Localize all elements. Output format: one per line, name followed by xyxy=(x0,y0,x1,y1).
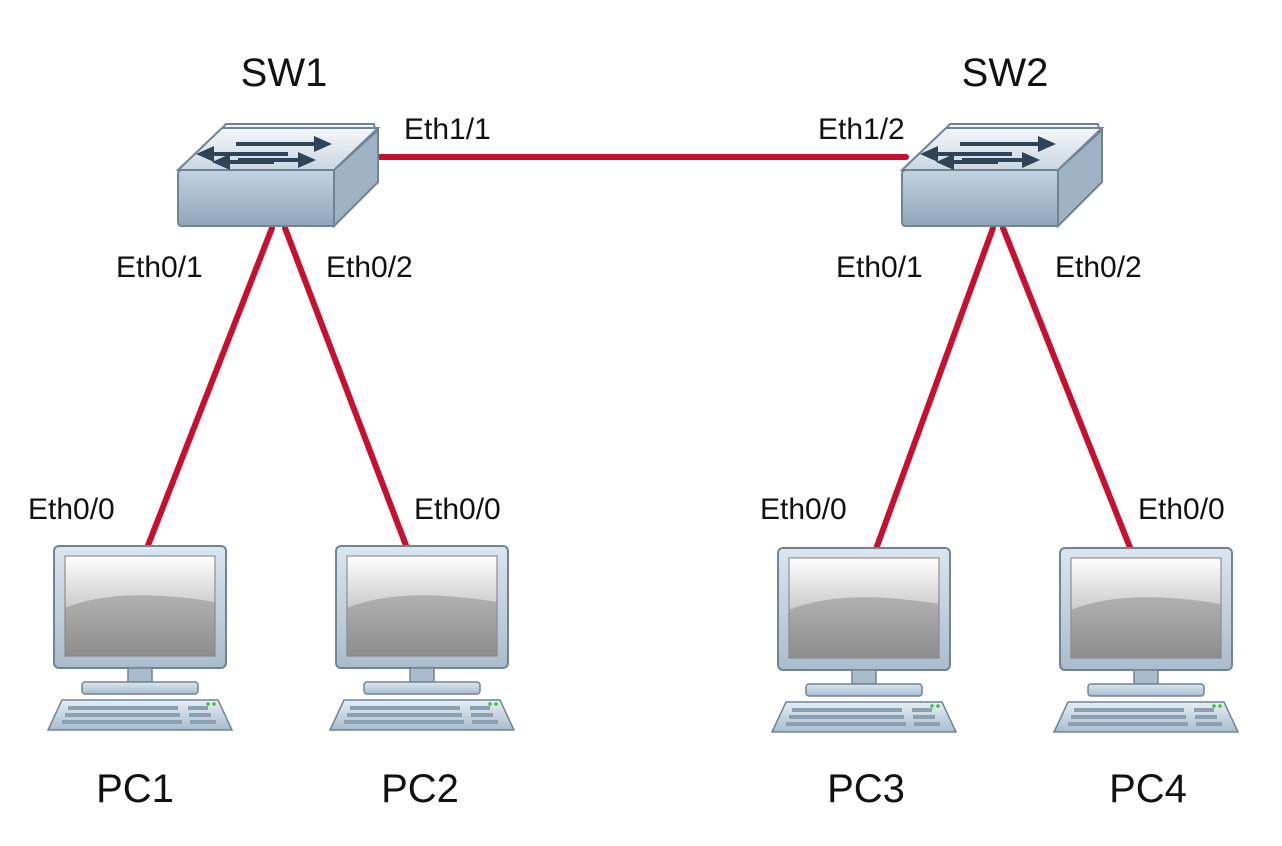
links xyxy=(144,154,1134,553)
pc-icon xyxy=(329,545,515,731)
link-sw1-pc1[interactable] xyxy=(144,225,275,551)
port-label-pc2-eth0-0: Eth0/0 xyxy=(414,493,501,526)
pc-icon xyxy=(771,547,957,733)
pc-pc4[interactable]: PC4 xyxy=(1053,547,1239,811)
port-labels: Eth1/1 Eth1/2 Eth0/1 Eth0/0 Eth0/2 Eth0/… xyxy=(28,113,1225,526)
device-label-sw2: SW2 xyxy=(962,51,1049,95)
switch-sw2[interactable]: SW2 xyxy=(901,51,1103,227)
port-label-pc1-eth0-0: Eth0/0 xyxy=(28,493,115,526)
port-label-sw1-eth0-2: Eth0/2 xyxy=(326,251,413,284)
link-sw2-pc3[interactable] xyxy=(873,225,996,552)
port-label-pc3-eth0-0: Eth0/0 xyxy=(760,493,847,526)
pc-pc2[interactable]: PC2 xyxy=(329,545,515,811)
port-label-sw2-eth0-1: Eth0/1 xyxy=(836,251,923,284)
port-label-pc4-eth0-0: Eth0/0 xyxy=(1138,493,1225,526)
device-label-pc1: PC1 xyxy=(96,767,174,811)
port-label-sw2-eth1-2: Eth1/2 xyxy=(818,113,905,146)
link-sw2-pc4[interactable] xyxy=(1000,225,1134,553)
pc-pc3[interactable]: PC3 xyxy=(771,547,957,811)
device-label-sw1: SW1 xyxy=(241,51,328,95)
link-sw1-pc2[interactable] xyxy=(282,225,410,551)
pc-icon xyxy=(1053,547,1239,733)
port-label-sw1-eth1-1: Eth1/1 xyxy=(404,113,491,146)
port-label-sw2-eth0-2: Eth0/2 xyxy=(1055,251,1142,284)
switch-icon xyxy=(901,123,1103,227)
device-label-pc3: PC3 xyxy=(827,767,905,811)
pc-pc1[interactable]: PC1 xyxy=(47,545,233,811)
switch-sw1[interactable]: SW1 xyxy=(177,51,379,227)
device-label-pc4: PC4 xyxy=(1109,767,1187,811)
pc-icon xyxy=(47,545,233,731)
switch-icon xyxy=(177,123,379,227)
port-label-sw1-eth0-1: Eth0/1 xyxy=(116,251,203,284)
device-label-pc2: PC2 xyxy=(381,767,459,811)
